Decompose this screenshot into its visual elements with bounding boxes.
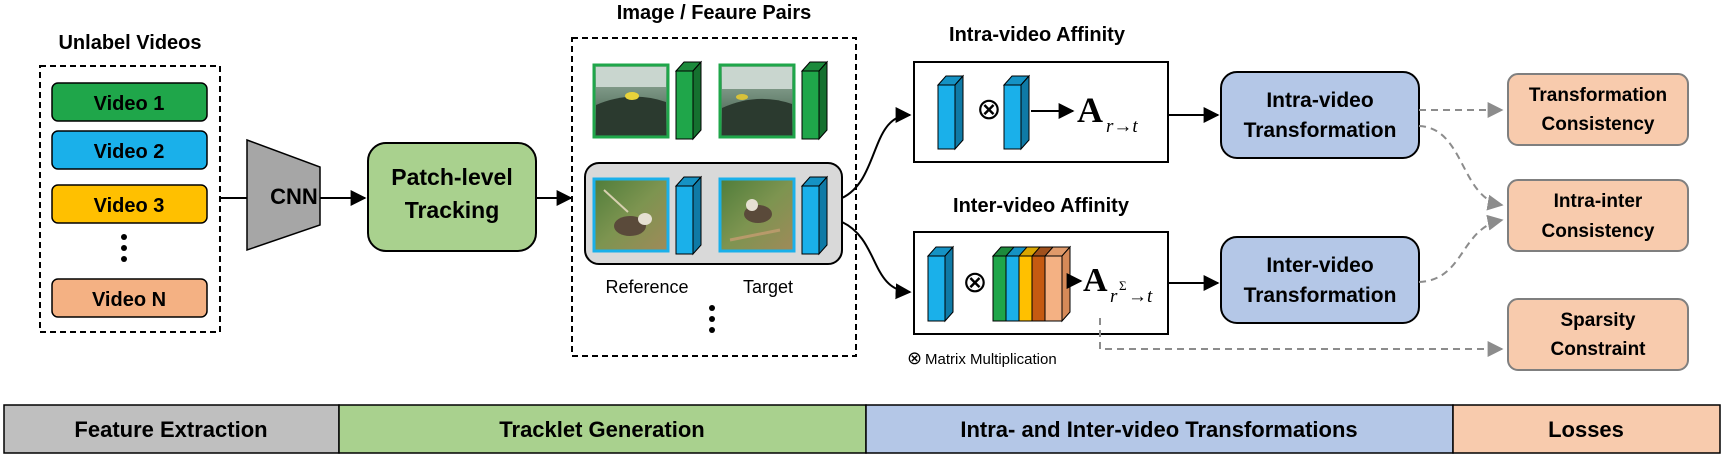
stage-losses [1452, 404, 1721, 454]
unlabel-videos-title: Unlabel Videos [58, 32, 201, 54]
stage-transformations [865, 404, 1454, 454]
reference-label: Reference [605, 277, 688, 297]
driving-frame-1-image [592, 63, 670, 139]
inter-affinity-subscript-r: r [1110, 286, 1118, 307]
video-1-label: Video 1 [94, 93, 165, 115]
loss-sparsity-constraint: Sparsity Constraint [1507, 298, 1689, 371]
intra-transform-line1: Intra-video [1266, 89, 1373, 112]
loss-3-line2: Constraint [1551, 339, 1647, 360]
reference-frame-image [592, 177, 670, 253]
arrow-to-inter-affinity [841, 221, 912, 300]
stage-losses-label: Losses [1548, 417, 1624, 442]
dashed-arrow-intra-to-intrainter [1418, 125, 1504, 211]
inter-transform-box: Inter-video Transformation [1220, 236, 1420, 324]
target-label: Target [743, 277, 793, 297]
loss-1-line2: Consistency [1542, 114, 1655, 135]
blue-feature-block-2-icon [800, 175, 829, 256]
multiply-legend-icon: ⊗ [907, 348, 922, 368]
stage-transformations-label: Intra- and Inter-video Transformations [960, 417, 1357, 442]
pairs-title: Image / Feaure Pairs [617, 2, 812, 24]
intra-affinity-symbol: A [1077, 90, 1103, 130]
blue-feature-block-1-icon [674, 175, 703, 256]
inter-query-feature-icon [926, 245, 955, 323]
intra-key-feature-icon [1002, 74, 1031, 151]
inter-transform-line2: Transformation [1244, 284, 1397, 307]
intra-query-feature-icon [936, 74, 965, 151]
stage-tracklet-generation-label: Tracklet Generation [499, 417, 704, 442]
video-2-box: Video 2 [51, 130, 208, 170]
loss-3-line1: Sparsity [1561, 310, 1636, 331]
intra-multiply-icon: ⊗ [976, 93, 1001, 126]
target-frame-image [718, 177, 796, 253]
intra-transform-line2: Transformation [1244, 119, 1397, 142]
intra-transform-box: Intra-video Transformation [1220, 71, 1420, 159]
vertical-ellipsis-icon [121, 234, 127, 262]
stage-feature-extraction-label: Feature Extraction [74, 417, 267, 442]
driving-frame-2-image [718, 63, 796, 139]
stage-feature-extraction [3, 404, 340, 454]
intra-affinity-subscript: r→t [1106, 116, 1138, 137]
dashed-arrow-inter-to-intrainter [1418, 214, 1504, 283]
multiply-legend-note: Matrix Multiplication [925, 351, 1057, 368]
video-3-label: Video 3 [94, 195, 165, 217]
stage-tracklet-generation [338, 404, 867, 454]
stage-bar: Feature Extraction Tracklet Generation I… [3, 404, 1721, 454]
video-1-box: Video 1 [51, 82, 208, 122]
patch-tracking-line1: Patch-level [391, 164, 512, 190]
stacked-multi-video-features-icon [991, 245, 1072, 323]
cnn-label: CNN [270, 184, 318, 209]
loss-2-line1: Intra-inter [1554, 191, 1643, 212]
video-n-box: Video N [51, 278, 208, 318]
inter-multiply-icon: ⊗ [962, 266, 987, 299]
cnn-block: CNN [246, 138, 321, 252]
pairs-container [571, 37, 857, 357]
loss-1-line1: Transformation [1529, 85, 1667, 106]
loss-intra-inter-consistency: Intra-inter Consistency [1507, 179, 1689, 252]
loss-transformation-consistency: Transformation Consistency [1507, 73, 1689, 146]
patch-tracking-line2: Tracking [405, 197, 500, 223]
video-2-label: Video 2 [94, 141, 165, 163]
video-n-label: Video N [92, 289, 166, 311]
loss-2-line2: Consistency [1542, 221, 1655, 242]
intra-affinity-title: Intra-video Affinity [949, 24, 1126, 46]
inter-transform-line1: Inter-video [1266, 254, 1373, 277]
inter-affinity-symbol: A [1083, 262, 1108, 299]
inter-affinity-subscript-rest: →t [1128, 286, 1153, 307]
pairs-ellipsis-icon [709, 305, 715, 333]
dashed-arrow-sparsity [1099, 318, 1504, 357]
inter-affinity-title: Inter-video Affinity [953, 195, 1130, 217]
inter-affinity-superscript: Σ [1119, 278, 1127, 293]
green-feature-block-2-icon [800, 60, 829, 141]
video-3-box: Video 3 [51, 184, 208, 224]
arrow-to-intra-affinity [841, 107, 912, 199]
green-feature-block-1-icon [674, 60, 703, 141]
patch-tracking-box: Patch-level Tracking [367, 142, 537, 252]
